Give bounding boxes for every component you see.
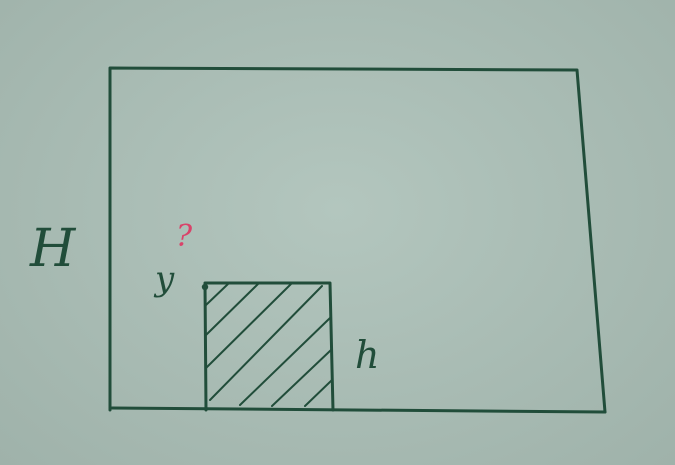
label-big-height: H [29,219,77,279]
label-corner-y: y [153,259,175,299]
hatching [205,283,333,407]
inner-rectangle [203,281,335,412]
outer-rectangle [108,66,607,414]
ground-line [110,406,607,414]
inner-rectangle-outline [203,281,335,412]
corner-point [201,283,209,291]
label-small-height: h [355,333,379,377]
unknown-mark: ? [176,219,193,254]
